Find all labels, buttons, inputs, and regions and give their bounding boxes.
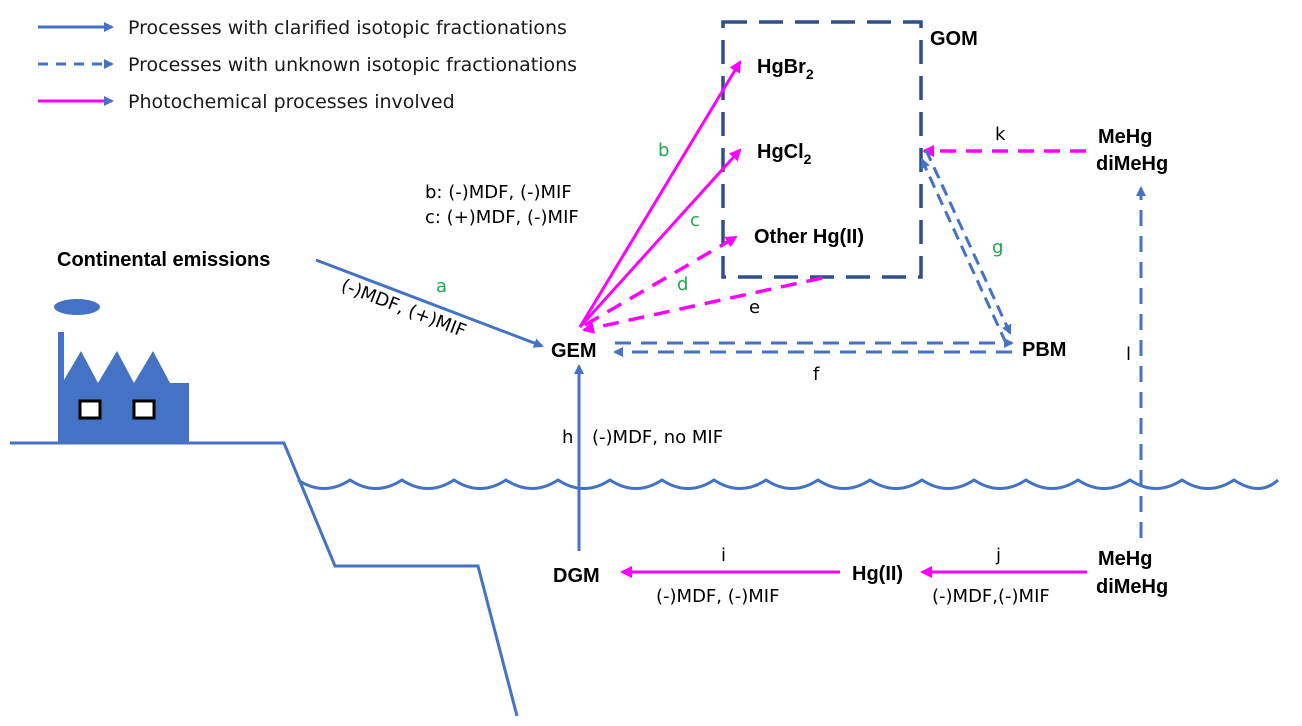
node-dimehg-air: diMeHg bbox=[1096, 153, 1168, 175]
process-letter-e: e bbox=[749, 297, 760, 318]
arrow-a bbox=[315, 258, 544, 348]
process-letter-k: k bbox=[995, 124, 1006, 145]
process-letter-d: d bbox=[677, 274, 688, 295]
gom-box bbox=[721, 20, 923, 279]
node-dgm: DGM bbox=[553, 565, 600, 587]
process-letter-j: j bbox=[995, 545, 1001, 566]
process-letter-h: h bbox=[562, 427, 573, 448]
node-dimehg-water: diMeHg bbox=[1096, 576, 1168, 598]
node-hg-ii-water: Hg(II) bbox=[852, 563, 903, 585]
note-j: (-)MDF,(-)MIF bbox=[932, 586, 1050, 607]
water-surface bbox=[297, 478, 1280, 490]
process-letter-c: c bbox=[690, 210, 700, 231]
land-outline bbox=[10, 441, 519, 717]
arrow-e bbox=[582, 276, 823, 334]
process-letter-b: b bbox=[658, 140, 669, 161]
legend-label-clarified: Processes with clarified isotopic fracti… bbox=[128, 17, 567, 39]
node-continental-emissions: Continental emissions bbox=[57, 249, 270, 271]
note-i: (-)MDF, (-)MIF bbox=[656, 586, 779, 607]
legend: Processes with clarified isotopic fracti… bbox=[38, 17, 577, 113]
arrow-c bbox=[578, 148, 742, 329]
node-mehg-air: MeHg bbox=[1098, 126, 1152, 148]
process-letter-f: f bbox=[813, 364, 820, 385]
process-letter-a: a bbox=[436, 276, 447, 297]
node-other-hg-ii: Other Hg(II) bbox=[754, 226, 864, 248]
note-c: c: (+)MDF, (-)MIF bbox=[425, 207, 579, 228]
process-letter-g: g bbox=[992, 237, 1003, 258]
node-hgbr2: HgBr2 bbox=[757, 56, 814, 82]
legend-label-unknown: Processes with unknown isotopic fraction… bbox=[128, 54, 577, 76]
arrow-d bbox=[584, 235, 738, 327]
process-letter-l: l bbox=[1126, 344, 1131, 365]
process-letter-i: i bbox=[721, 545, 726, 566]
smoke-cloud bbox=[54, 299, 100, 315]
node-gem: GEM bbox=[551, 340, 597, 362]
legend-label-photochemical: Photochemical processes involved bbox=[128, 91, 455, 113]
gom-label: GOM bbox=[930, 28, 978, 50]
arrow-g-up bbox=[920, 158, 1008, 344]
node-pbm: PBM bbox=[1022, 339, 1066, 361]
note-a: (-)MDF, (+)MIF bbox=[338, 275, 469, 342]
node-mehg-water: MeHg bbox=[1098, 548, 1152, 570]
arrow-b bbox=[578, 60, 742, 328]
note-b: b: (-)MDF, (-)MIF bbox=[425, 182, 572, 203]
arrow-g-down bbox=[924, 149, 1012, 335]
factory-icon bbox=[54, 299, 189, 443]
node-hgcl2: HgCl2 bbox=[757, 141, 812, 167]
note-h: (-)MDF, no MIF bbox=[592, 427, 723, 448]
